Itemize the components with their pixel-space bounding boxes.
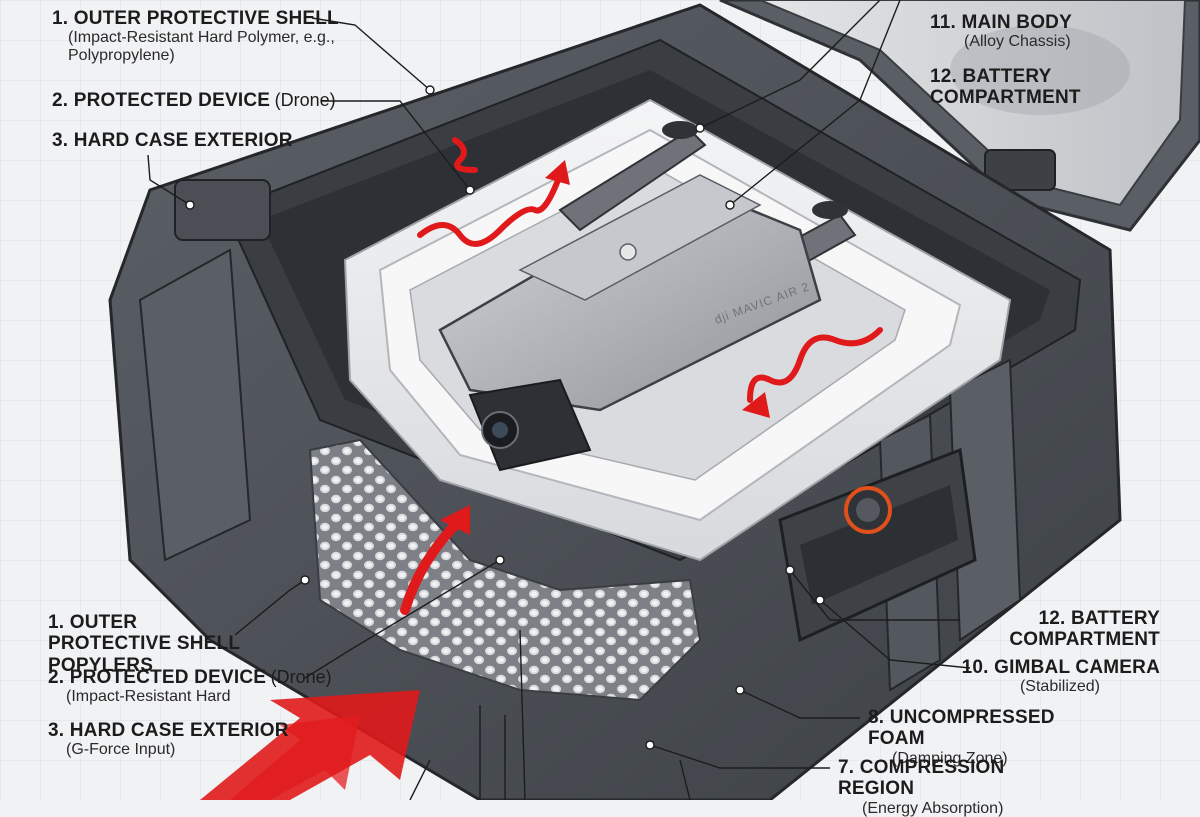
label-subtitle: (Stabilized) bbox=[1019, 678, 1100, 696]
label-title: 3. HARD CASE EXTERIOR bbox=[48, 720, 289, 741]
label-title: 1. OUTER PROTECTIVE SHELL bbox=[52, 8, 339, 29]
label-uncompressed-foam: 8. UNCOMPRESSED FOAM (Damping Zone) bbox=[868, 707, 1108, 767]
force-arrow-icon bbox=[400, 515, 465, 615]
label-battery-compartment-bottom: 12. BATTERY COMPARTMENT bbox=[965, 608, 1160, 651]
label-subtitle: (Alloy Chassis) bbox=[964, 33, 1071, 51]
label-title: 12. BATTERY COMPARTMENT bbox=[930, 66, 1081, 109]
vibration-arrow-icon bbox=[545, 160, 570, 185]
label-title: 2. PROTECTED DEVICE bbox=[48, 667, 267, 688]
case-illustration bbox=[108, 0, 1200, 800]
label-subtitle: (Damping Zone) bbox=[892, 749, 1008, 767]
vibration-arrow-icon bbox=[742, 392, 770, 418]
label-title: 12. BATTERY COMPARTMENT bbox=[1009, 608, 1160, 651]
leader-lines bbox=[147, 0, 971, 800]
label-outer-protective-shell: 1. OUTER PROTECTIVE SHELL (Impact-Resist… bbox=[52, 8, 352, 65]
label-subtitle: (Impact-Resistant Hard Polymer, e.g., Po… bbox=[68, 29, 335, 65]
label-inline-note: (Drone) bbox=[274, 90, 336, 110]
label-gimbal-camera: 10. GIMBAL CAMERA (Stabilized) bbox=[940, 657, 1160, 696]
latch-icon bbox=[984, 149, 1056, 191]
label-subtitle: (G-Force Input) bbox=[66, 741, 176, 759]
label-title: 8. UNCOMPRESSED FOAM bbox=[868, 707, 1055, 750]
force-arrow-icon bbox=[200, 690, 420, 800]
label-title: 7. COMPRESSION REGION bbox=[838, 757, 1005, 800]
label-main-body: 11. MAIN BODY (Alloy Chassis) bbox=[930, 12, 1130, 51]
vibration-arrow-icon bbox=[417, 137, 883, 403]
label-title: 10. GIMBAL CAMERA bbox=[961, 657, 1160, 678]
label-battery-compartment-top: 12. BATTERY COMPARTMENT bbox=[930, 66, 1120, 109]
label-title: 3. HARD CASE EXTERIOR bbox=[52, 130, 293, 151]
label-hard-case-exterior-bottom: 3. HARD CASE EXTERIOR (G-Force Input) bbox=[48, 720, 318, 759]
label-title: 1. OUTER PROTECTIVE SHELL POPYLERS bbox=[48, 612, 240, 676]
label-protected-device-bottom: 2. PROTECTED DEVICE (Drone) (Impact-Resi… bbox=[48, 667, 348, 706]
label-protected-device: 2. PROTECTED DEVICE (Drone) bbox=[52, 90, 342, 111]
case-lid bbox=[719, 0, 1200, 232]
compression-region bbox=[308, 438, 702, 702]
protected-device-drone bbox=[438, 121, 857, 472]
force-arrow-icon bbox=[440, 505, 470, 535]
label-title: 11. MAIN BODY bbox=[930, 12, 1072, 33]
label-subtitle: (Energy Absorption) bbox=[862, 799, 1004, 817]
label-title: 2. PROTECTED DEVICE bbox=[52, 90, 271, 111]
label-outer-protective-shell-bottom: 1. OUTER PROTECTIVE SHELL POPYLERS bbox=[48, 612, 258, 676]
handle-icon bbox=[778, 447, 977, 643]
label-subtitle: (Impact-Resistant Hard bbox=[66, 688, 231, 706]
pressure-valve-icon bbox=[844, 486, 892, 534]
label-inline-note: (Drone) bbox=[270, 667, 332, 687]
label-hard-case-exterior: 3. HARD CASE EXTERIOR bbox=[52, 130, 322, 151]
label-compression-region: 7. COMPRESSION REGION (Energy Absorption… bbox=[838, 757, 1078, 817]
